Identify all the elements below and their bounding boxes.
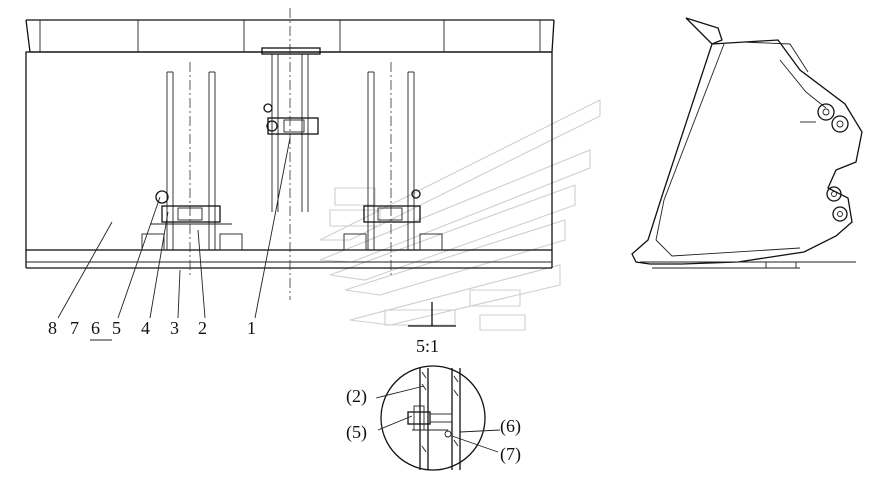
part-label: 1: [247, 318, 256, 338]
part-label: 7: [70, 318, 79, 338]
side-view: [631, 17, 863, 269]
part-label: 6: [91, 318, 100, 338]
detail-callout-5: (5): [346, 422, 367, 443]
detail-callout-2: (2): [346, 386, 367, 407]
detail-callouts: (2) (5) (6) (7): [346, 386, 521, 465]
part-labels: 8 7 6 5 4 3 2 1: [48, 318, 256, 338]
part-label: 2: [198, 318, 207, 338]
detail-callout-6: (6): [500, 416, 521, 437]
part-label: 4: [141, 318, 150, 338]
part-label: 3: [170, 318, 179, 338]
detail-callout-7: (7): [500, 444, 521, 465]
detail-section: 5:1: [375, 302, 501, 471]
front-view: [25, 8, 555, 341]
part-label: 5: [112, 318, 121, 338]
detail-scale-label: 5:1: [416, 336, 439, 356]
watermark-logo: [319, 99, 601, 331]
part-label: 8: [48, 318, 57, 338]
